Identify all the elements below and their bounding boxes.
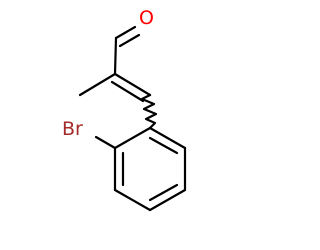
ring-inner-bond-1	[148, 136, 179, 155]
ring-bond-3	[148, 188, 187, 212]
molecule-drawing: O Br	[62, 7, 187, 212]
molecule-structure: O Br	[62, 7, 187, 212]
bond-c1-c2	[113, 36, 118, 76]
ring-bond-1	[148, 126, 187, 150]
bond-ring-br	[94, 135, 117, 150]
bond-c1-o-double-b	[118, 33, 141, 48]
ring-bond-4	[113, 188, 152, 212]
ring-inner-bond-2	[148, 183, 179, 202]
bond-c2-c3-double-b	[110, 80, 145, 103]
bond-c2-c3-double-a	[113, 72, 152, 97]
atom-oxygen-label: O	[139, 7, 154, 29]
bond-c2-methyl	[78, 72, 117, 97]
atom-bromine-label: Br	[62, 118, 83, 140]
bond-c3-ring-wavy	[140, 93, 158, 130]
ring-bond-6	[113, 126, 152, 150]
bond-c1-o-double-a	[114, 25, 137, 40]
